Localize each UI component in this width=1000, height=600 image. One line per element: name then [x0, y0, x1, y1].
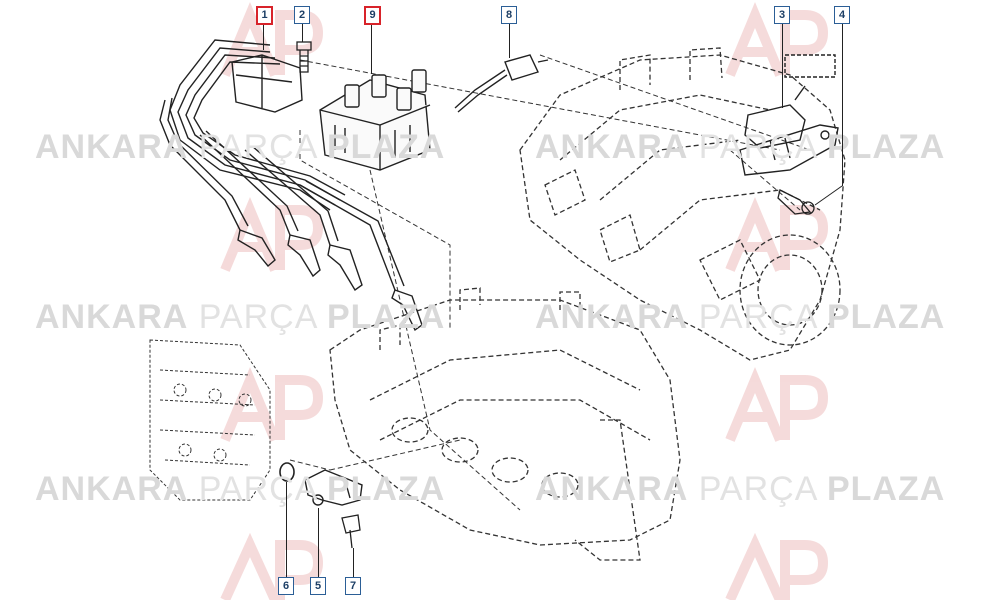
watermark-row-1: ANKARA PARÇA PLAZA ANKARA PARÇA PLAZA — [0, 128, 1000, 168]
watermark-text: ANKARA PARÇA PLAZA — [535, 128, 946, 166]
bolt-4 — [777, 189, 815, 215]
callout-8[interactable]: 8 — [501, 6, 517, 24]
watermark-text: ANKARA PARÇA PLAZA — [535, 470, 946, 508]
watermark-text: ANKARA PARÇA PLAZA — [535, 298, 946, 336]
engine-block-outline — [329, 287, 681, 561]
watermark-text: ANKARA PARÇA PLAZA — [35, 470, 446, 508]
callout-5[interactable]: 5 — [310, 577, 326, 595]
callout-9[interactable]: 9 — [364, 6, 381, 25]
watermark-text: ANKARA PARÇA PLAZA — [35, 128, 446, 166]
leader-line-2 — [302, 24, 303, 42]
leader-line-1 — [263, 24, 264, 50]
bolt-2 — [296, 41, 312, 73]
callout-7[interactable]: 7 — [345, 577, 361, 595]
callout-6[interactable]: 6 — [278, 577, 294, 595]
leader-line-7 — [353, 548, 354, 578]
cylinder-head-outline — [149, 339, 271, 501]
watermark-row-3: ANKARA PARÇA PLAZA ANKARA PARÇA PLAZA — [0, 470, 1000, 510]
callout-4[interactable]: 4 — [834, 6, 850, 24]
sensor-5 — [304, 469, 363, 506]
callout-2[interactable]: 2 — [294, 6, 310, 24]
leader-line-4 — [842, 24, 843, 186]
bolt-7 — [341, 514, 361, 549]
leader-line-3 — [782, 24, 783, 108]
ignition-wire-harness — [159, 39, 423, 332]
leader-line-8 — [509, 24, 510, 58]
watermark-text: ANKARA PARÇA PLAZA — [35, 298, 446, 336]
leader-line-6 — [286, 482, 287, 578]
sensor-8 — [454, 54, 549, 113]
leader-line-5 — [318, 508, 319, 578]
callout-3[interactable]: 3 — [774, 6, 790, 24]
o-ring-6 — [279, 462, 295, 482]
leader-line-9 — [371, 24, 372, 74]
ignition-coil — [319, 69, 431, 171]
callout-1[interactable]: 1 — [256, 6, 273, 25]
gearbox-outline — [519, 47, 846, 361]
sensor-3 — [739, 54, 839, 176]
watermark-row-2: ANKARA PARÇA PLAZA ANKARA PARÇA PLAZA — [0, 298, 1000, 338]
